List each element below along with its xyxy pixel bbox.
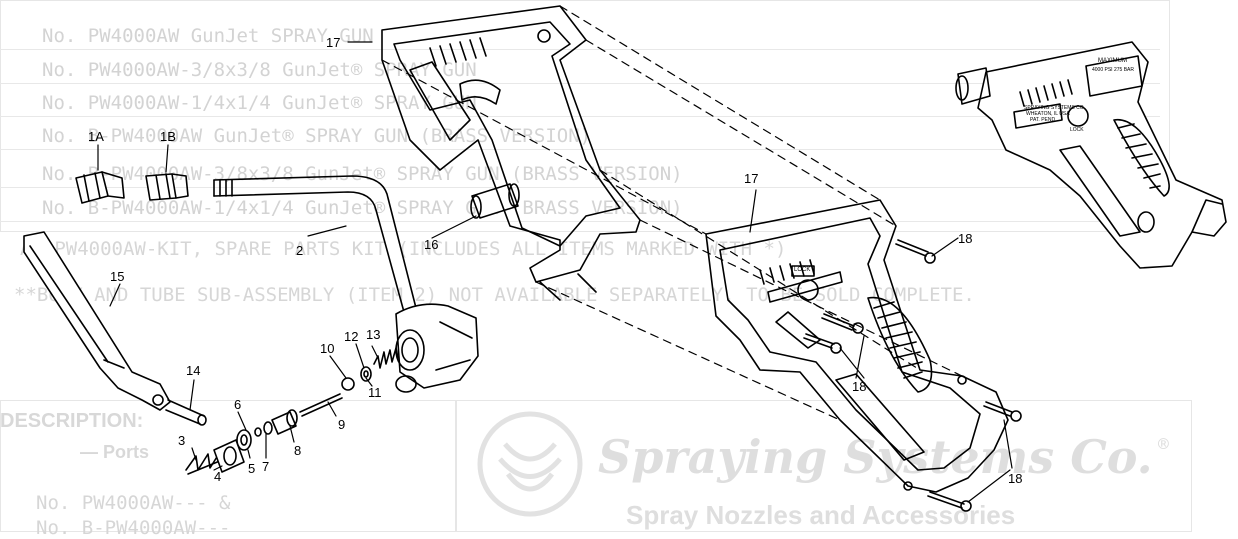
callout-10: 10 (320, 341, 335, 356)
bg-row-6: No. B-PW4000AW-1/4x1/4 GunJet® SPRAY GUN… (0, 194, 1160, 222)
part-10-ball (341, 377, 355, 391)
handle-lock-label: LOCK (794, 267, 811, 273)
part-1b-hex-nipple (145, 173, 189, 201)
callout-18-middle: 18 (852, 379, 867, 394)
callout-14: 14 (186, 363, 201, 378)
gun-marking-lock: LOCK (1070, 127, 1084, 133)
part-16-lock-plunger (470, 183, 520, 219)
part-8-valve-seat (271, 409, 298, 435)
brand-logo-watermark (477, 411, 583, 517)
part-17-handle-half-front (705, 199, 1009, 493)
part-7-ring (263, 421, 273, 435)
callout-12: 12 (344, 329, 359, 344)
assembled-spray-gun (955, 41, 1227, 269)
callout-7: 7 (262, 459, 270, 474)
callout-leader-lines (97, 41, 1013, 503)
callout-15: 15 (110, 269, 125, 284)
bg-row-2: No. PW4000AW-3/8x3/8 GunJet® SPRAY GUN (0, 56, 1160, 84)
callout-18-upper: 18 (958, 231, 973, 246)
gun-marking-1: MAXIMUM (1098, 58, 1127, 64)
part-18-screws (803, 239, 1022, 512)
bg-brand-tagline: Spray Nozzles and Accessories (626, 500, 1016, 530)
gun-marking-3: SPRAYING SYSTEMS CO. (1024, 105, 1086, 111)
part-1a-hex-nut (75, 171, 125, 204)
part-15-trigger (23, 231, 171, 411)
part-12-o-ring (360, 366, 372, 382)
bg-description-heading: DESCRIPTION: (0, 410, 144, 432)
callout-13: 13 (366, 327, 381, 342)
callout-17-lower: 17 (744, 171, 759, 186)
part-4-seat-nut (213, 439, 245, 473)
callout-18-lower: 18 (1008, 471, 1023, 486)
gun-marking-5: PAT. PEND. (1030, 117, 1057, 123)
part-5-washer (236, 429, 252, 451)
part-14-pin (165, 399, 207, 426)
callout-11: 11 (368, 385, 382, 400)
callout-3: 3 (178, 433, 186, 448)
callout-9: 9 (338, 417, 346, 432)
part-6-o-ring (254, 427, 262, 437)
assembly-guide-lines (381, 5, 963, 421)
part-9-valve-stem (299, 393, 343, 417)
callout-4: 4 (214, 469, 222, 484)
callout-2: 2 (296, 243, 304, 258)
callout-17-top: 17 (326, 35, 341, 50)
callout-1b: 1B (160, 129, 176, 144)
bg-row-4: No. B-PW4000AW GunJet® SPRAY GUN (BRASS … (0, 122, 1160, 150)
bg-brand-name: Spraying Systems Co. (598, 430, 1153, 484)
callout-8: 8 (294, 443, 302, 458)
callout-16: 16 (424, 237, 439, 252)
part-17-handle-half-back (381, 5, 641, 301)
callout-5: 5 (248, 461, 256, 476)
bg-registered-mark: ® (1158, 434, 1169, 455)
callout-6: 6 (234, 397, 242, 412)
callout-1a: 1A (88, 129, 104, 144)
gun-marking-2: 4000 PSI 275 BAR (1092, 67, 1134, 73)
gun-marking-4: WHEATON, IL USA (1026, 111, 1070, 117)
bg-assembly-note: **BODY AND TUBE SUB-ASSEMBLY (ITEM 2) NO… (14, 284, 975, 306)
bg-ports-text: — Ports (80, 442, 150, 462)
bg-row-5: No. B-PW4000AW-3/8x3/8 GunJet® SPRAY GUN… (0, 160, 1160, 188)
bg-row-1: No. PW4000AW GunJet SPRAY GUN (0, 22, 1160, 50)
bg-model-line-1: No. PW4000AW--- & (36, 492, 231, 514)
part-2-body-and-tube (213, 175, 479, 393)
part-13-spring (373, 347, 399, 369)
